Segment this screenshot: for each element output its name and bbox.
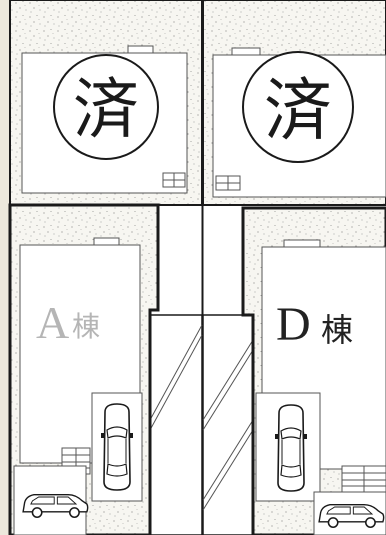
building-a-letter: A (36, 297, 69, 348)
building-a-suffix: 棟 (72, 311, 100, 343)
car-top-view-icon (274, 404, 308, 492)
shared-driveway (149, 314, 254, 535)
air-conditioner-unit-icon (162, 172, 186, 188)
lot-a: A 棟 (8, 203, 160, 535)
lot-top-right: 済 (202, 0, 386, 206)
sold-mark: 済 (73, 71, 139, 148)
lot-top-left: 済 (9, 0, 203, 206)
sold-mark-circle (242, 51, 354, 163)
car-top-view-icon (100, 403, 134, 491)
sold-mark: 済 (264, 72, 332, 151)
air-conditioner-unit-icon (215, 175, 241, 191)
staircase-steps-icon (341, 465, 386, 493)
building-d-suffix: 棟 (321, 312, 353, 348)
lot-d: D 棟 (241, 206, 386, 535)
building-d-letter: D (276, 298, 311, 351)
sold-mark-circle (53, 54, 159, 160)
